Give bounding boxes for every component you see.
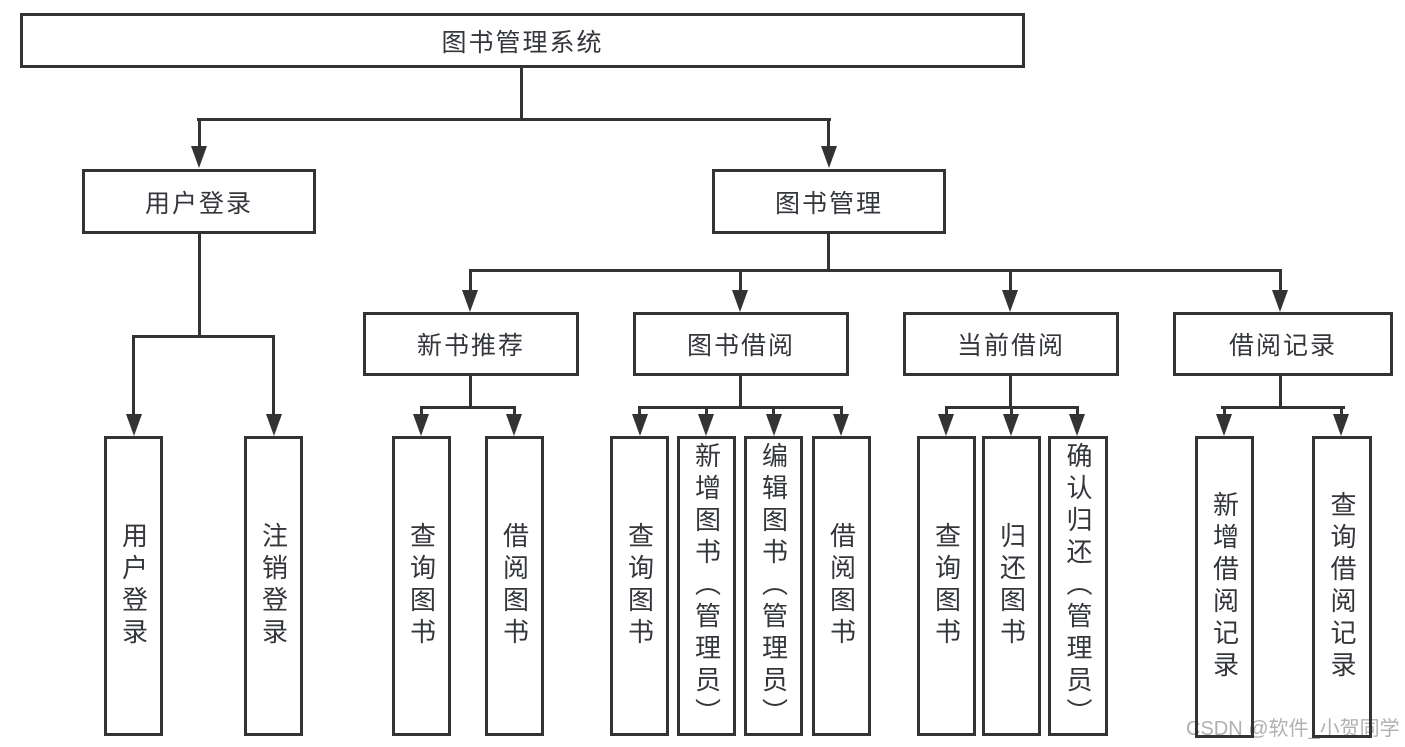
v-line: [945, 406, 948, 417]
leaf-return-books: 归还图书: [982, 436, 1041, 736]
arrow-down: [766, 414, 782, 436]
arrow-down: [1003, 414, 1019, 436]
arrow-down: [938, 414, 954, 436]
leaf-edit-books-admin: 编辑图书（管理员）: [744, 436, 803, 736]
v-line: [638, 406, 641, 417]
node-user-login: 用户登录: [82, 169, 316, 234]
arrow-down: [1002, 290, 1018, 312]
v-line: [1279, 374, 1282, 408]
arrow-down: [126, 414, 142, 436]
v-line: [1009, 269, 1012, 293]
v-line: [1340, 406, 1343, 417]
h-line: [132, 335, 275, 338]
v-line: [827, 118, 830, 148]
arrow-down: [266, 414, 282, 436]
h-line: [638, 406, 843, 409]
v-line: [272, 335, 275, 416]
leaf-add-borrow-record: 新增借阅记录: [1195, 436, 1254, 738]
v-line: [1009, 374, 1012, 408]
v-line: [132, 335, 135, 416]
v-line: [1279, 269, 1282, 293]
arrow-down: [833, 414, 849, 436]
v-line: [739, 374, 742, 408]
leaf-user-login: 用户登录: [104, 436, 163, 736]
node-book-management: 图书管理: [712, 169, 946, 234]
arrow-down: [1216, 414, 1232, 436]
arrow-down: [506, 414, 522, 436]
v-line: [469, 374, 472, 408]
node-current-borrowing: 当前借阅: [903, 312, 1119, 376]
arrow-down: [191, 146, 207, 168]
arrow-down: [732, 290, 748, 312]
leaf-query-borrow-record: 查询借阅记录: [1312, 436, 1372, 738]
arrow-down: [1333, 414, 1349, 436]
node-book-borrowing: 图书借阅: [633, 312, 849, 376]
v-line: [1076, 406, 1079, 417]
watermark: CSDN @软件_小贺同学: [1186, 718, 1400, 740]
h-line: [1221, 406, 1345, 409]
arrow-down: [821, 146, 837, 168]
v-line: [513, 406, 516, 417]
v-line: [420, 406, 423, 417]
leaf-logout: 注销登录: [244, 436, 303, 736]
arrow-down: [698, 414, 714, 436]
leaf-query-books-borrowing: 查询图书: [610, 436, 669, 736]
v-line: [198, 232, 201, 336]
arrow-down: [462, 290, 478, 312]
v-line: [1010, 406, 1013, 417]
leaf-borrow-books-recommend: 借阅图书: [485, 436, 544, 736]
leaf-query-books-recommend: 查询图书: [392, 436, 451, 736]
h-line: [469, 269, 1282, 272]
v-line: [198, 118, 201, 148]
leaf-query-books-current: 查询图书: [917, 436, 976, 736]
leaf-confirm-return-admin: 确认归还（管理员）: [1048, 436, 1108, 736]
leaf-add-books-admin: 新增图书（管理员）: [677, 436, 736, 736]
arrow-down: [632, 414, 648, 436]
v-line: [827, 232, 830, 271]
v-line: [772, 406, 775, 417]
arrow-down: [1272, 290, 1288, 312]
node-library-management-system: 图书管理系统: [20, 13, 1025, 68]
arrow-down: [413, 414, 429, 436]
h-line: [197, 118, 831, 121]
arrow-down: [1069, 414, 1085, 436]
v-line: [705, 406, 708, 417]
v-line: [1223, 406, 1226, 417]
node-new-book-recommend: 新书推荐: [363, 312, 579, 376]
h-line: [420, 406, 516, 409]
v-line: [739, 269, 742, 293]
v-line: [520, 66, 523, 120]
v-line: [469, 269, 472, 293]
v-line: [840, 406, 843, 417]
node-borrowing-records: 借阅记录: [1173, 312, 1393, 376]
leaf-borrow-books: 借阅图书: [812, 436, 871, 736]
